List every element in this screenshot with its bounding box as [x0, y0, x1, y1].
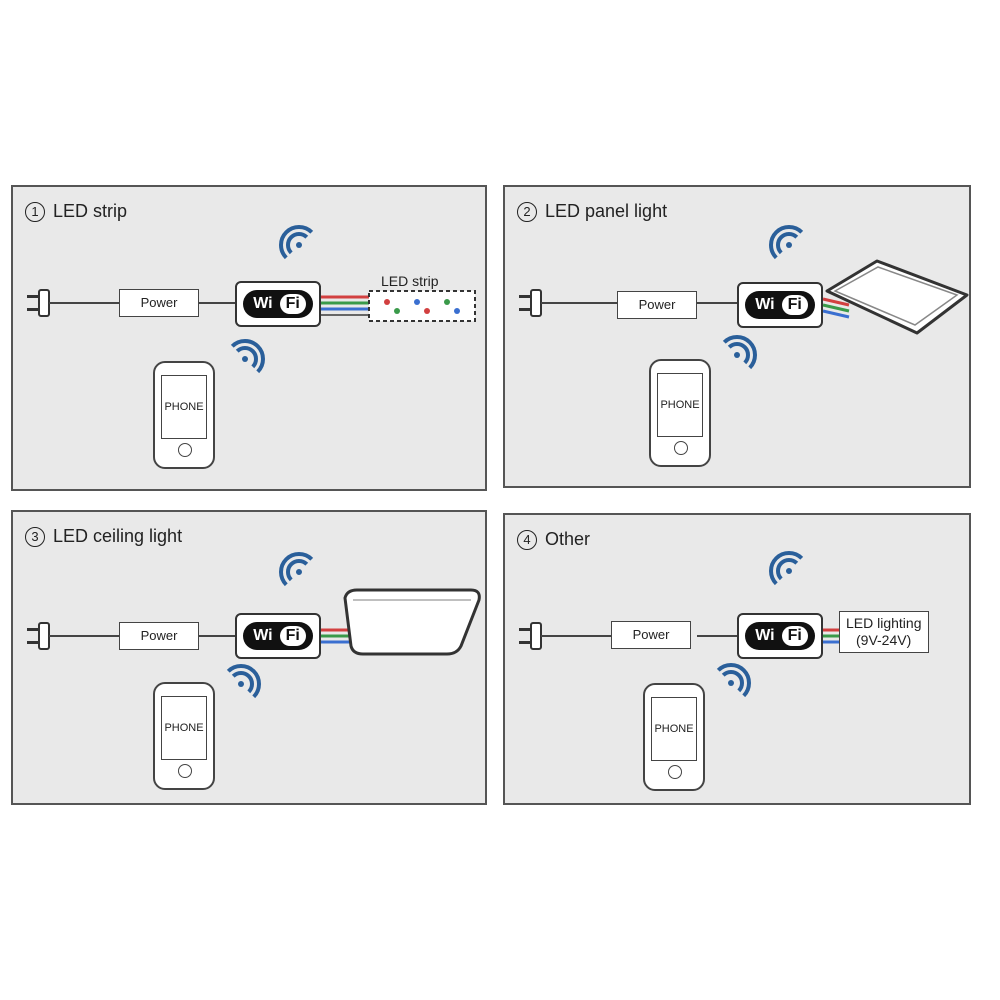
panel-title: 3 LED ceiling light	[25, 526, 182, 547]
step-number: 4	[517, 530, 537, 550]
wifi-controller: Wi Fi	[737, 282, 823, 328]
wifi-signal-icon	[716, 663, 751, 698]
power-adapter: Power	[617, 291, 697, 319]
phone-icon: PHONE	[643, 683, 705, 791]
wifi-logo-left: Wi	[253, 627, 273, 644]
voltage-range-label: (9V-24V)	[856, 632, 912, 648]
wifi-logo-left: Wi	[755, 296, 775, 313]
plug-icon	[519, 289, 542, 317]
title-text: LED ceiling light	[53, 526, 183, 546]
home-button-icon	[178, 764, 192, 778]
step-number: 1	[25, 202, 45, 222]
phone-icon: PHONE	[649, 359, 711, 467]
led-lighting-box: LED lighting (9V-24V)	[839, 611, 929, 653]
wifi-logo-right: Fi	[781, 295, 808, 315]
panel-led-ceiling-light: 3 LED ceiling light Power Wi Fi PHONE	[11, 510, 487, 805]
rgb-wires	[321, 295, 369, 316]
wifi-signal-icon	[769, 225, 804, 260]
power-adapter: Power	[119, 622, 199, 650]
plug-icon	[27, 289, 50, 317]
plug-icon	[27, 622, 50, 650]
panel-2-wiring	[519, 225, 969, 370]
rgb-wires	[823, 628, 841, 644]
wifi-signal-icon	[722, 335, 757, 370]
phone-icon: PHONE	[153, 682, 215, 790]
wifi-controller: Wi Fi	[235, 281, 321, 327]
wifi-logo-right: Fi	[781, 626, 808, 646]
home-button-icon	[674, 441, 688, 455]
wifi-controller: Wi Fi	[235, 613, 321, 659]
phone-screen: PHONE	[657, 373, 703, 437]
power-adapter: Power	[611, 621, 691, 649]
panel-led-panel-light: 2 LED panel light Power Wi Fi PHONE	[503, 185, 971, 488]
led-strip-icon	[368, 290, 476, 322]
rgb-wires	[822, 297, 850, 319]
plug-icon	[519, 622, 542, 650]
phone-icon: PHONE	[153, 361, 215, 469]
wifi-controller: Wi Fi	[737, 613, 823, 659]
home-button-icon	[178, 443, 192, 457]
led-strip-label: LED strip	[381, 273, 439, 289]
panel-4-wiring	[519, 551, 841, 698]
wifi-signal-icon	[279, 552, 314, 587]
wifi-logo-left: Wi	[755, 627, 775, 644]
wifi-signal-icon	[279, 225, 314, 260]
wifi-logo-right: Fi	[279, 294, 306, 314]
wifi-signal-icon	[230, 339, 265, 374]
phone-screen: PHONE	[161, 375, 207, 439]
phone-screen: PHONE	[651, 697, 697, 761]
panel-title: 1 LED strip	[25, 201, 127, 222]
led-lighting-label: LED lighting	[846, 615, 922, 631]
home-button-icon	[668, 765, 682, 779]
step-number: 3	[25, 527, 45, 547]
wifi-logo-right: Fi	[279, 626, 306, 646]
wifi-logo-left: Wi	[253, 295, 273, 312]
wifi-signal-icon	[769, 551, 804, 586]
title-text: Other	[545, 529, 591, 549]
power-adapter: Power	[119, 289, 199, 317]
ceiling-light-icon	[343, 588, 481, 656]
panel-3-wiring	[27, 552, 481, 699]
title-text: LED strip	[53, 201, 128, 221]
phone-screen: PHONE	[161, 696, 207, 760]
panel-title: 2 LED panel light	[517, 201, 667, 222]
led-panel-icon	[825, 259, 969, 335]
wifi-signal-icon	[226, 664, 261, 699]
panel-title: 4 Other	[517, 529, 590, 550]
title-text: LED panel light	[545, 201, 668, 221]
step-number: 2	[517, 202, 537, 222]
panel-1-wiring	[27, 225, 476, 374]
